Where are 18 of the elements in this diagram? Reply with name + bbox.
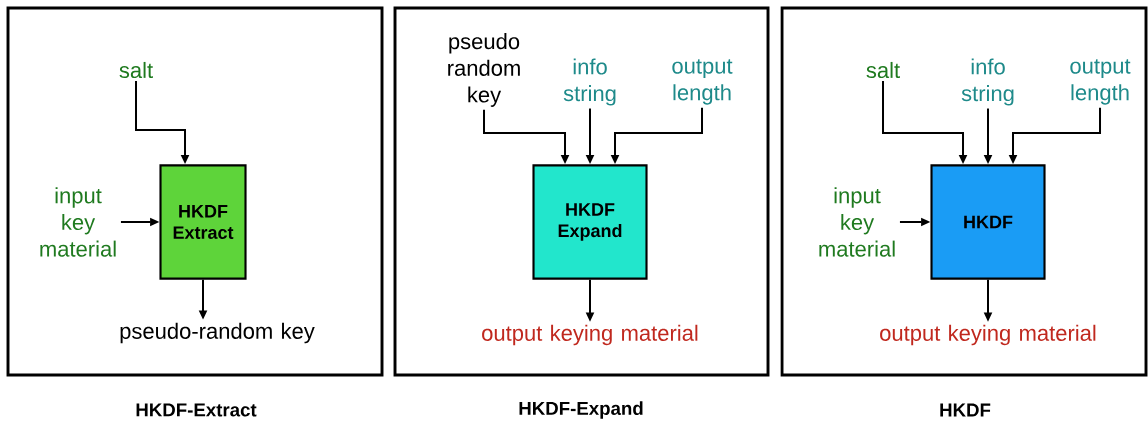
input-label: info string [563,58,616,106]
input-label: output length [1070,59,1131,105]
panel-caption: HKDF-Expand [519,401,643,419]
input-label: input key material [819,187,895,257]
input-label: info string [961,58,1014,106]
panel-caption: HKDF-Extract [136,403,257,417]
input-label: output keying material [482,324,698,346]
input-label: output keying material [880,324,1096,346]
input-label: salt [866,61,900,79]
process-box: HKDF Extract [159,164,247,280]
input-label: salt [119,61,153,79]
process-box: HKDF Expand [532,164,648,280]
input-label: input key material [40,187,116,257]
process-box: HKDF [930,164,1046,280]
panel-caption: HKDF [940,403,991,417]
input-label: pseudo random key [448,33,520,107]
input-label: pseudo-random key [120,322,315,344]
input-label: output length [672,59,733,105]
